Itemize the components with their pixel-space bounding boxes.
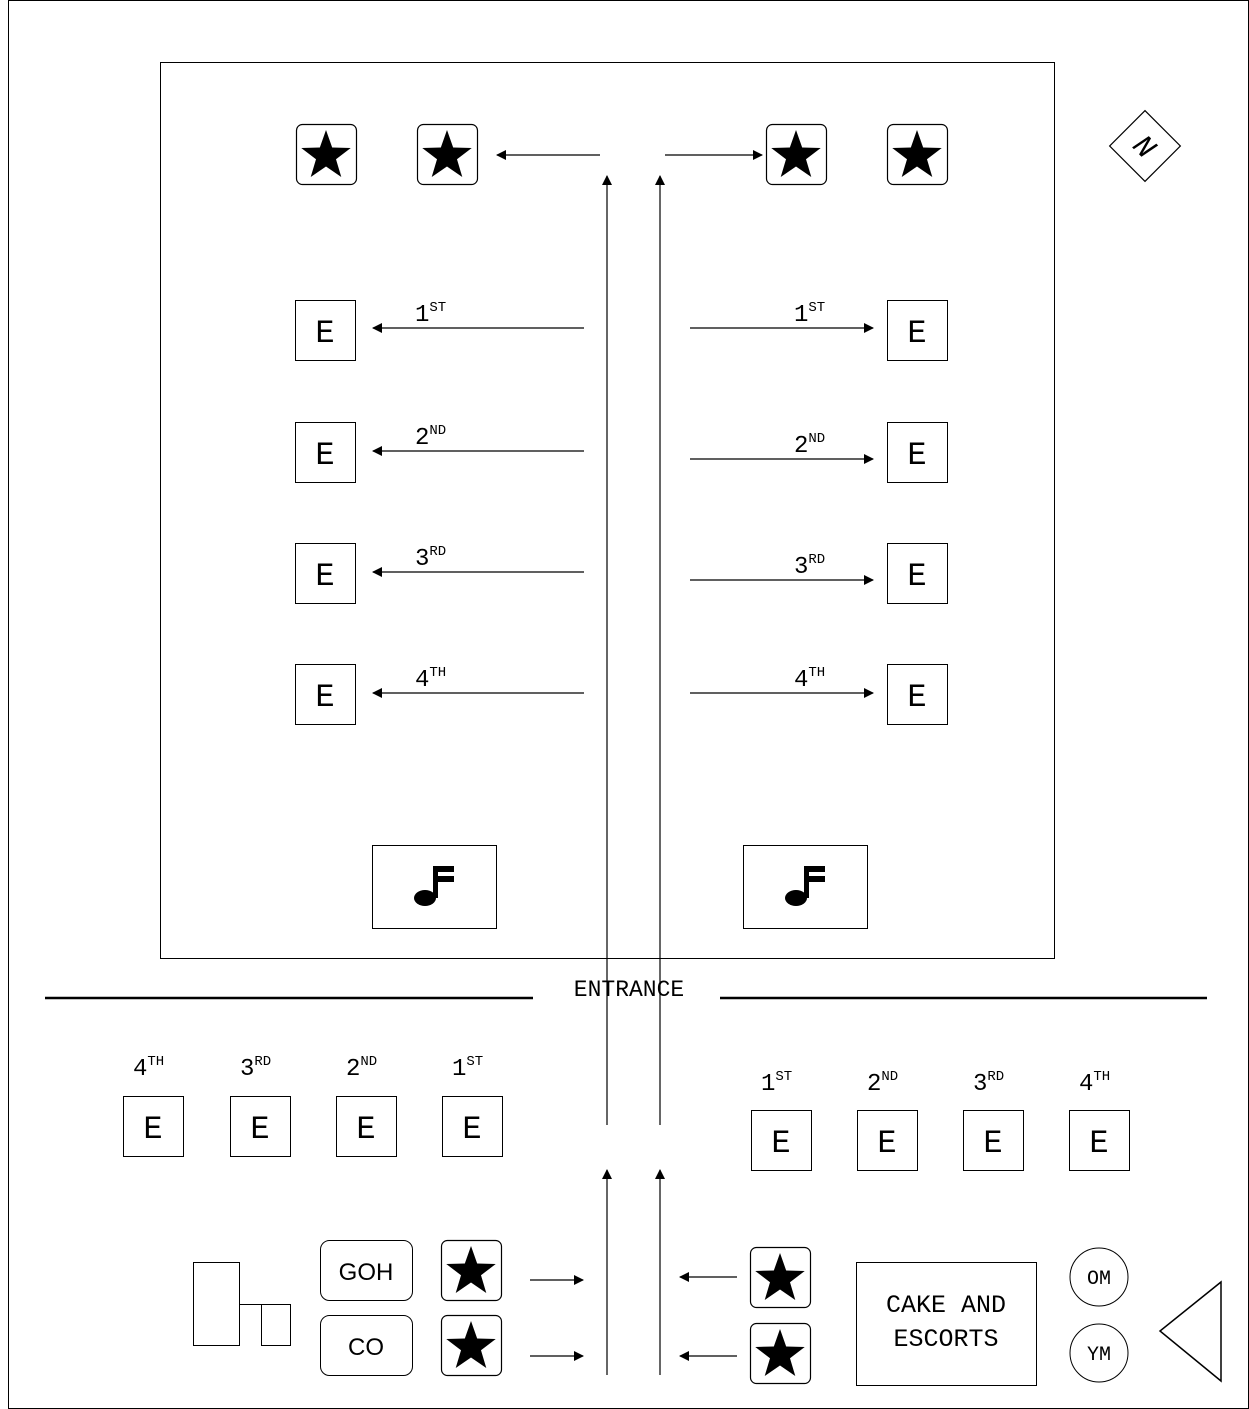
co-box: CO <box>320 1315 413 1376</box>
goh-box: GOH <box>320 1240 413 1301</box>
left-escort-box-2: E <box>295 422 356 483</box>
rank-rows: E 1ST E 2ND E 3RD E 4TH E 1ST E 2ND E 3RD E 4TH <box>295 300 948 725</box>
escort-letter: E <box>771 1125 790 1162</box>
left-rank-label: 3RD <box>415 544 446 573</box>
outer-left-rank-label: 2ND <box>346 1054 377 1083</box>
right-rank-label: 3RD <box>794 552 825 581</box>
star-icon <box>301 130 351 178</box>
right-escort-box-4: E <box>887 664 948 725</box>
left-rank-label: 2ND <box>415 423 446 452</box>
goh-label: GOH <box>339 1259 394 1286</box>
escort-letter: E <box>1089 1125 1108 1162</box>
escort-letter: E <box>315 437 334 474</box>
head-table-icon <box>193 1262 291 1346</box>
top-star-box-1 <box>295 123 358 186</box>
ym-circle: YM <box>1069 1323 1129 1383</box>
star-icon <box>892 130 942 178</box>
outer-left-escort-box-2: E <box>230 1096 291 1157</box>
outer-left-escort-box-3: E <box>336 1096 397 1157</box>
escort-letter: E <box>983 1125 1002 1162</box>
escort-letter: E <box>877 1125 896 1162</box>
top-star-box-4 <box>886 123 949 186</box>
escort-letter: E <box>907 558 926 595</box>
bottom-rank-rows: E 4TH E 3RD E 2ND E 1ST E 1ST E 2ND E 3RD E 4TH <box>123 1054 1130 1171</box>
escort-letter: E <box>907 315 926 352</box>
top-star-box-2 <box>416 123 479 186</box>
outer-right-escort-box-3: E <box>963 1110 1024 1171</box>
right-star-box-bottom <box>749 1322 812 1385</box>
outer-left-rank-label: 4TH <box>133 1054 164 1083</box>
cake-label-line1: CAKE AND <box>886 1291 1006 1320</box>
music-box-right <box>743 845 868 929</box>
entrance-label: ENTRANCE <box>574 977 684 1003</box>
ym-label: YM <box>1087 1344 1111 1367</box>
left-rank-label: 4TH <box>415 665 446 694</box>
escort-letter: E <box>315 315 334 352</box>
star-icon <box>446 1321 496 1369</box>
escort-letter: E <box>907 679 926 716</box>
escort-letter: E <box>907 437 926 474</box>
bottom-star-group <box>440 1239 812 1385</box>
escort-letter: E <box>250 1111 269 1148</box>
outer-right-rank-label: 2ND <box>867 1069 898 1098</box>
left-escort-box-4: E <box>295 664 356 725</box>
star-icon <box>755 1329 805 1377</box>
co-label: CO <box>348 1334 384 1361</box>
page-border <box>8 0 1249 1409</box>
right-escort-box-1: E <box>887 300 948 361</box>
cake-label-line2: ESCORTS <box>893 1325 998 1354</box>
escort-letter: E <box>143 1111 162 1148</box>
right-escort-box-2: E <box>887 422 948 483</box>
music-note-icon <box>414 866 454 906</box>
star-icon <box>446 1246 496 1294</box>
right-rank-label: 1ST <box>794 300 825 329</box>
outer-right-escort-box-1: E <box>751 1110 812 1171</box>
triangle-icon <box>1158 1280 1222 1383</box>
star-icon <box>422 130 472 178</box>
outer-right-escort-box-4: E <box>1069 1110 1130 1171</box>
outer-left-escort-box-4: E <box>442 1096 503 1157</box>
right-rank-label: 4TH <box>794 665 825 694</box>
escort-letter: E <box>356 1111 375 1148</box>
om-circle: OM <box>1069 1247 1129 1307</box>
left-rank-label: 1ST <box>415 300 446 329</box>
outer-right-rank-label: 1ST <box>761 1069 792 1098</box>
cake-and-escorts-box: CAKE AND ESCORTS <box>856 1262 1037 1386</box>
star-icon <box>755 1253 805 1301</box>
escort-letter: E <box>315 558 334 595</box>
top-star-group <box>295 123 949 186</box>
om-label: OM <box>1087 1268 1111 1291</box>
outer-left-escort-box-1: E <box>123 1096 184 1157</box>
star-icon <box>771 130 821 178</box>
outer-left-rank-label: 1ST <box>452 1054 483 1083</box>
left-escort-box-3: E <box>295 543 356 604</box>
right-star-box-top <box>749 1246 812 1309</box>
music-note-icon <box>785 866 825 906</box>
outer-right-escort-box-2: E <box>857 1110 918 1171</box>
left-escort-box-1: E <box>295 300 356 361</box>
goh-star-box <box>440 1239 503 1302</box>
escort-letter: E <box>462 1111 481 1148</box>
outer-right-rank-label: 3RD <box>973 1069 1004 1098</box>
compass-icon: N <box>1108 109 1182 183</box>
escort-letter: E <box>315 679 334 716</box>
right-rank-label: 2ND <box>794 431 825 460</box>
music-box-left <box>372 845 497 929</box>
right-escort-box-3: E <box>887 543 948 604</box>
outer-right-rank-label: 4TH <box>1079 1069 1110 1098</box>
top-star-box-3 <box>765 123 828 186</box>
outer-left-rank-label: 3RD <box>240 1054 271 1083</box>
co-star-box <box>440 1314 503 1377</box>
